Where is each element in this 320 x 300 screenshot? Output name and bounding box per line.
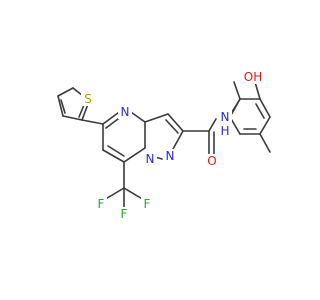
atom-hydrogen-amide: H xyxy=(220,124,229,138)
atom-nitrogen-amide: N xyxy=(221,110,230,124)
bond-thiophene-link xyxy=(81,119,104,125)
bond xyxy=(233,81,241,100)
molecule-drawing: S N N N N H O OH F F F xyxy=(57,70,271,221)
bond xyxy=(62,115,83,121)
bond-double-inner xyxy=(60,99,66,114)
structure-canvas: S N N N N H O OH F F F xyxy=(57,70,271,221)
atom-fluorine-2: F xyxy=(144,197,151,211)
bond xyxy=(259,116,271,135)
atom-nitrogen-pyrazole-1: N xyxy=(146,152,155,166)
bond xyxy=(144,113,169,123)
atom-hydroxyl: OH xyxy=(244,70,262,84)
bond xyxy=(167,113,184,132)
bond-double-inner xyxy=(78,104,85,118)
atom-fluorine-3: F xyxy=(121,207,128,221)
bond xyxy=(259,98,271,118)
bond xyxy=(123,147,146,163)
bond xyxy=(81,103,89,121)
atom-sulfur: S xyxy=(84,92,92,106)
bond-double-inner xyxy=(255,103,265,119)
bond-c-f1 xyxy=(103,187,125,201)
thiophene-ring xyxy=(57,87,89,121)
bond xyxy=(172,130,184,150)
cf3-group xyxy=(103,161,145,210)
atom-labels: S N N N N H O OH F F F xyxy=(81,70,266,221)
bond-methyl xyxy=(259,133,271,153)
atom-nitrogen-pyrimidine: N xyxy=(121,105,130,119)
bond-c-n xyxy=(208,118,217,132)
atom-oxygen-carbonyl: O xyxy=(207,154,216,168)
bond-c-f2 xyxy=(123,187,145,201)
phenol-ring xyxy=(229,81,271,153)
bond-double-inner xyxy=(165,119,179,134)
amide-group xyxy=(182,118,217,155)
atom-nitrogen-pyrazole-2: N xyxy=(166,149,175,163)
pyrazole-ring xyxy=(144,113,184,160)
bond xyxy=(57,95,64,117)
bond xyxy=(57,87,74,97)
bond xyxy=(102,149,125,163)
atom-fluorine-1: F xyxy=(98,197,105,211)
bond-double-inner xyxy=(107,145,125,157)
pyrimidine-ring xyxy=(102,109,146,163)
bond-c-oh xyxy=(254,81,261,100)
